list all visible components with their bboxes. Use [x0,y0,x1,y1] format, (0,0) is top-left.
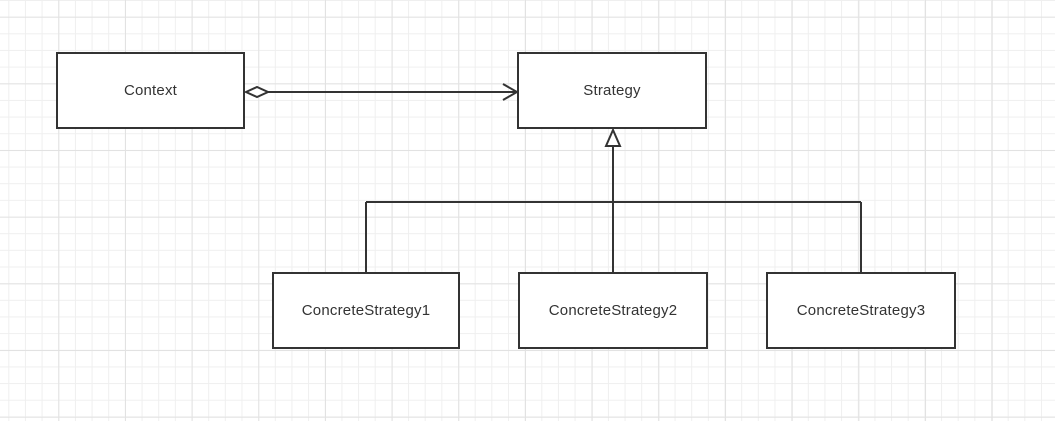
edge-concrete2-strategy-generalization[interactable] [604,127,622,272]
node-concrete-strategy-1-label: ConcreteStrategy1 [301,302,431,319]
node-concrete-strategy-3-label: ConcreteStrategy3 [796,302,926,319]
node-strategy-label: Strategy [583,82,641,99]
node-concrete-strategy-3[interactable]: ConcreteStrategy3 [766,272,956,349]
node-concrete-strategy-2-label: ConcreteStrategy2 [548,302,678,319]
node-strategy[interactable]: Strategy [517,52,707,129]
hollow-triangle-marker-icon [604,127,622,147]
node-context-label: Context [123,82,178,99]
hollow-diamond-marker-icon [243,85,271,99]
edge-context-strategy-aggregation[interactable] [243,83,520,101]
node-concrete-strategy-1[interactable]: ConcreteStrategy1 [272,272,460,349]
node-context[interactable]: Context [56,52,245,129]
node-concrete-strategy-2[interactable]: ConcreteStrategy2 [518,272,708,349]
